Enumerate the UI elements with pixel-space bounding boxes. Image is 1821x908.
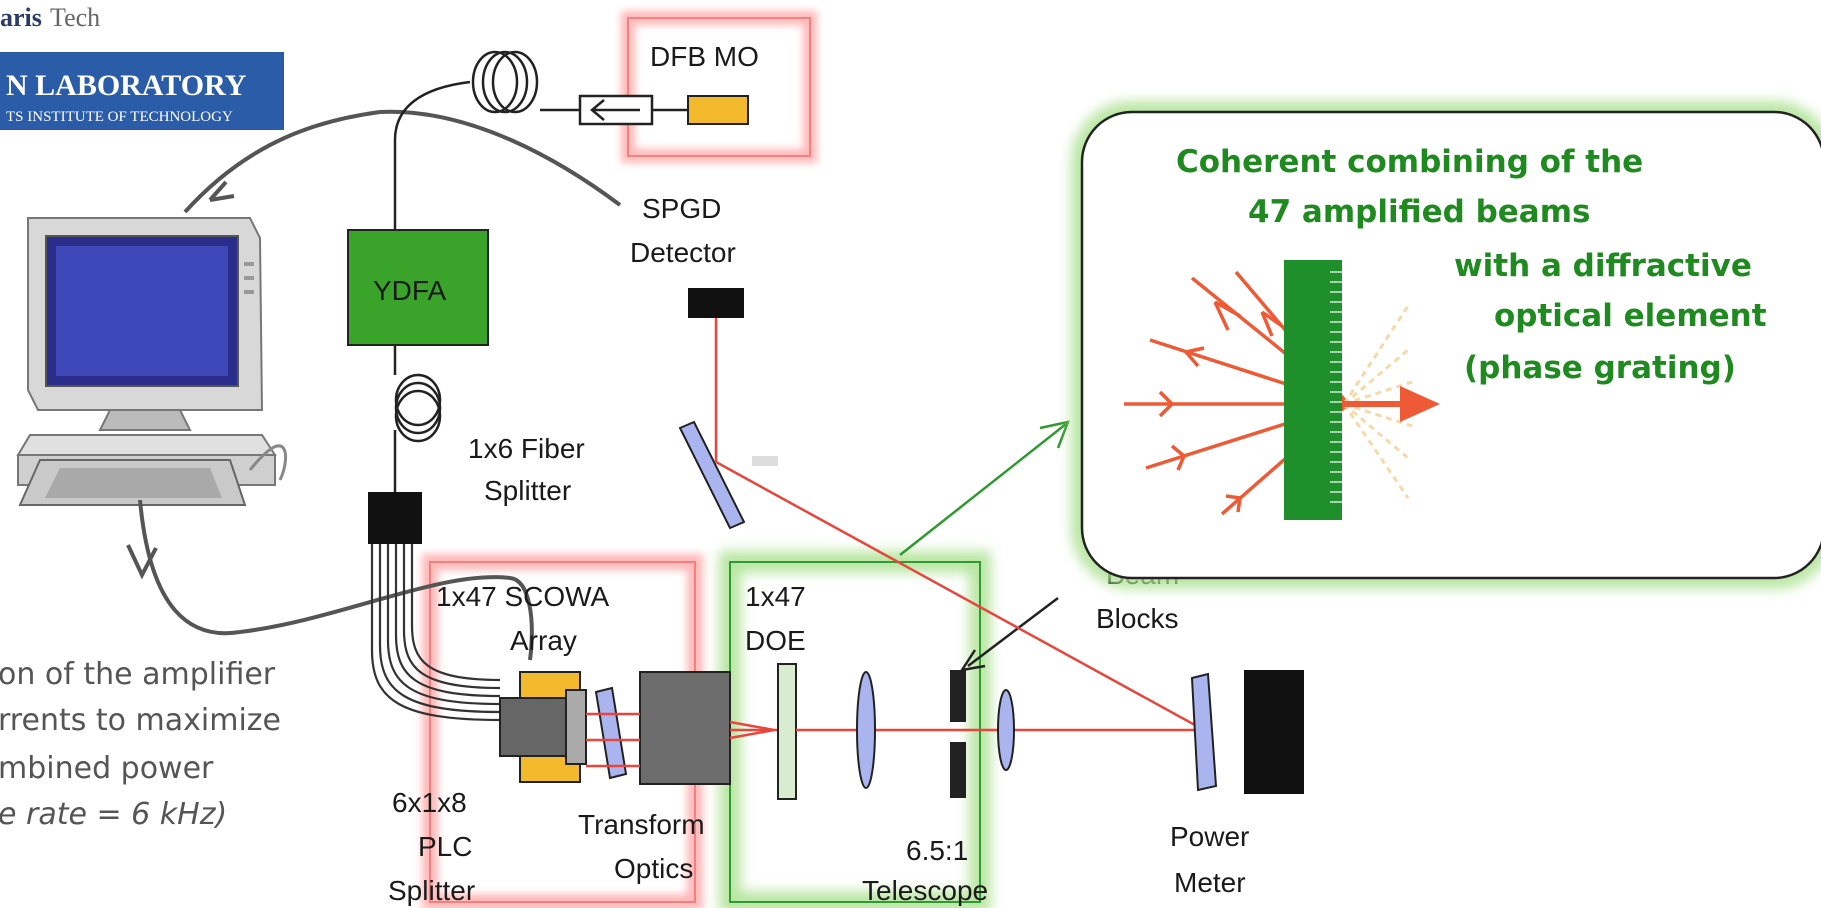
fiber-coil-middle xyxy=(394,373,442,443)
computer-feedback-curve-top xyxy=(183,110,381,214)
control-to-scowa-curve xyxy=(239,575,534,661)
dfb-highlight-box xyxy=(621,11,817,163)
plc-label-line1: 6x1x8 xyxy=(392,787,467,818)
ydfa-label: YDFA xyxy=(373,275,446,306)
transform-label-line2: Optics xyxy=(614,853,693,884)
telescope-lens-1 xyxy=(856,671,876,789)
lab-logo-line1: N LABORATORY xyxy=(6,69,247,102)
description-line1: on of the amplifier xyxy=(0,657,276,692)
description-line2: rrents to maximize xyxy=(0,703,281,738)
transform-optics-block xyxy=(639,671,731,785)
plc-label-line3: Splitter xyxy=(388,875,475,906)
scowa-label-line2: Array xyxy=(510,625,577,656)
arrowhead-top xyxy=(208,180,235,202)
beam-block-pointer-head xyxy=(959,649,986,672)
spgd-label-line1: SPGD xyxy=(642,193,721,224)
description-line4: e rate = 6 kHz) xyxy=(0,797,227,832)
plc-label-line2: PLC xyxy=(418,831,472,862)
paristech-suffix: Tech xyxy=(50,3,100,32)
lincoln-lab-logo: N LABORATORY TS INSTITUTE OF TECHNOLOGY xyxy=(0,52,284,130)
spgd-beam-diagonal xyxy=(715,460,1205,732)
computer-to-amp-curve xyxy=(138,499,241,636)
callout-pointer-head xyxy=(1039,420,1070,449)
spgd-to-computer-line xyxy=(379,109,622,207)
fiber-splitter-block xyxy=(368,492,422,544)
description-line3: mbined power xyxy=(0,751,214,786)
beam-blocks-label-line2: Blocks xyxy=(1096,603,1178,634)
power-meter-block xyxy=(1244,670,1304,794)
splitter-label-line2: Splitter xyxy=(484,475,571,506)
arrowhead-bottom xyxy=(126,544,158,580)
collimating-lens-icon xyxy=(594,686,628,780)
callout-box xyxy=(1071,101,1821,589)
callout-pointer xyxy=(899,423,1067,556)
grating-illustration xyxy=(1124,260,1440,520)
doe-label-line1: 1x47 xyxy=(745,581,806,612)
fiber-to-ydfa xyxy=(393,80,471,230)
spgd-detector-block xyxy=(688,288,744,318)
paristech-logo: aris Tech xyxy=(0,3,100,32)
spgd-label-line2: Detector xyxy=(630,237,736,268)
callout-line2: 47 amplified beams xyxy=(1248,194,1590,230)
dfb-laser-icon xyxy=(687,95,749,125)
dfb-mo-label: DFB MO xyxy=(650,41,759,72)
callout-line5: (phase grating) xyxy=(1464,350,1736,386)
internal-beams xyxy=(586,712,778,768)
fiber-bundle xyxy=(370,544,501,722)
lab-logo-line2: TS INSTITUTE OF TECHNOLOGY xyxy=(6,109,233,125)
scowa-array xyxy=(499,671,587,783)
transform-label-line1: Transform xyxy=(578,809,705,840)
doe-label-line2: DOE xyxy=(745,625,806,656)
power-meter-label-line1: Power xyxy=(1170,821,1249,852)
fiber-coil-top xyxy=(471,50,539,114)
power-meter-label-line2: Meter xyxy=(1174,867,1246,898)
telescope-label-line2: Telescope xyxy=(862,875,988,906)
splitter-label-line1: 1x6 Fiber xyxy=(468,433,585,464)
telescope-label-line1: 6.5:1 xyxy=(906,835,968,866)
beam-block-bottom xyxy=(950,742,966,798)
power-meter-window xyxy=(1190,672,1218,792)
isolator-icon xyxy=(578,94,654,126)
pickoff-mirror-icon xyxy=(678,420,746,530)
computer-icon xyxy=(16,217,288,506)
beam-block-pointer xyxy=(967,597,1059,667)
callout-line3: with a diffractive xyxy=(1454,248,1752,284)
telescope-lens-2 xyxy=(997,689,1015,771)
callout-line4: optical element xyxy=(1494,298,1767,334)
pickoff-marker xyxy=(752,456,778,466)
beam-block-top xyxy=(950,670,966,722)
doe-element xyxy=(777,663,797,800)
scowa-label-line1: 1x47 SCOWA xyxy=(436,581,610,612)
paristech-prefix: aris xyxy=(0,3,42,32)
callout-line1: Coherent combining of the xyxy=(1176,144,1643,180)
ydfa-block xyxy=(347,229,489,346)
